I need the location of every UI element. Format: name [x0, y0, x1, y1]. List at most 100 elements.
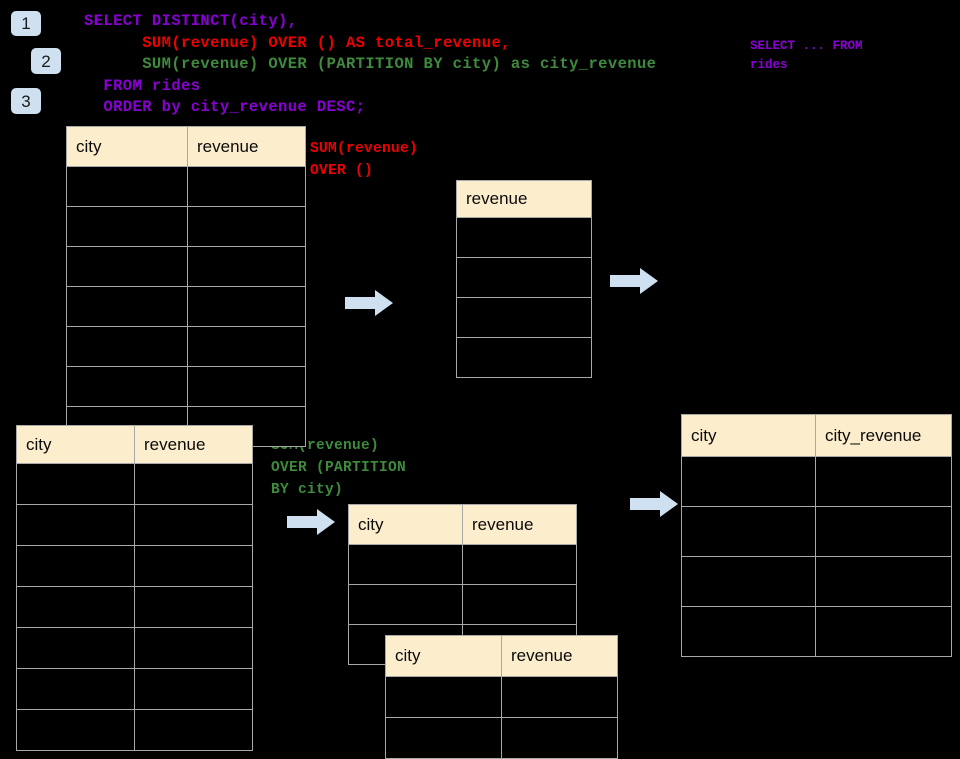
table-row — [66, 326, 306, 367]
table-row — [348, 544, 577, 585]
column-header-revenue: revenue — [462, 504, 577, 545]
table-cell — [456, 257, 592, 298]
table-row — [385, 717, 618, 759]
table-row — [456, 257, 592, 298]
table-cell — [134, 463, 253, 505]
table-cell — [456, 297, 592, 338]
table-row — [681, 506, 952, 557]
right-arrow-icon — [610, 268, 658, 294]
arrow-partition-source-to-groups — [287, 509, 335, 535]
column-header-city: city — [16, 425, 135, 464]
table-cell — [134, 627, 253, 669]
table-row — [456, 217, 592, 258]
table-row — [16, 668, 253, 710]
table-cell — [16, 463, 135, 505]
table-cell — [16, 545, 135, 587]
table-cell — [348, 544, 463, 585]
table-row — [66, 286, 306, 327]
table-row — [385, 676, 618, 718]
table-cell — [16, 709, 135, 751]
table-cell — [681, 506, 816, 557]
table-cell — [16, 504, 135, 546]
sql-line-2: SUM(revenue) OVER () AS total_revenue, — [84, 33, 511, 52]
column-header-city: city — [66, 126, 188, 167]
table-cell — [187, 166, 306, 207]
table-row — [66, 246, 306, 287]
table-row — [16, 463, 253, 505]
table-cell — [501, 676, 618, 718]
column-header-revenue: revenue — [187, 126, 306, 167]
table-cell — [134, 504, 253, 546]
table-row — [66, 366, 306, 407]
table-cell — [456, 337, 592, 378]
table-cell — [815, 556, 952, 607]
arrow-source-to-total — [345, 290, 393, 316]
table-cell — [66, 246, 188, 287]
arrow-groups-to-result — [630, 491, 678, 517]
table-cell — [187, 366, 306, 407]
column-header-revenue: revenue — [134, 425, 253, 464]
table-cell — [385, 717, 502, 759]
side-note-select-from-rides: SELECT ... FROM rides — [750, 39, 863, 72]
right-arrow-icon — [630, 491, 678, 517]
anno-over-empty: SUM(revenue) OVER () — [310, 141, 419, 179]
table-cell — [66, 326, 188, 367]
sql-query-block: SELECT DISTINCT(city), SUM(revenue) OVER… — [84, 11, 656, 119]
column-header-city_revenue: city_revenue — [815, 414, 952, 457]
table-row — [456, 297, 592, 338]
sql-line-5: ORDER by city_revenue DESC; — [84, 98, 366, 116]
table-cell — [16, 586, 135, 628]
column-header-revenue: revenue — [456, 180, 592, 218]
table-header-row: revenue — [456, 180, 592, 218]
table-row — [66, 166, 306, 207]
table-cell — [681, 556, 816, 607]
table-row — [16, 504, 253, 546]
table-cell — [187, 286, 306, 327]
table-row — [681, 606, 952, 657]
column-header-city: city — [385, 635, 502, 677]
column-header-city: city — [681, 414, 816, 457]
table-cell — [187, 246, 306, 287]
step-badge-2: 2 — [31, 48, 61, 74]
table-cell — [16, 668, 135, 710]
table-cell — [134, 586, 253, 628]
table-cell — [815, 506, 952, 557]
table-cell — [815, 456, 952, 507]
table-cell — [66, 206, 188, 247]
table-cell — [681, 606, 816, 657]
table-cell — [456, 217, 592, 258]
table-cell — [134, 668, 253, 710]
table-cell — [462, 544, 577, 585]
column-header-revenue: revenue — [501, 635, 618, 677]
table-cell — [187, 326, 306, 367]
table-cell — [385, 676, 502, 718]
table-cell — [348, 584, 463, 625]
table-cell — [134, 545, 253, 587]
table-row — [16, 545, 253, 587]
table-cell — [66, 366, 188, 407]
step-badge-3: 3 — [11, 88, 41, 114]
table-cell — [66, 166, 188, 207]
table-cell — [66, 286, 188, 327]
table-cell — [681, 456, 816, 507]
total-revenue-table: revenue — [456, 180, 592, 378]
right-arrow-icon — [345, 290, 393, 316]
table-cell — [462, 584, 577, 625]
sql-line-3: SUM(revenue) OVER (PARTITION BY city) as… — [84, 55, 657, 73]
table-cell — [187, 206, 306, 247]
sql-line-1: SELECT DISTINCT(city), — [84, 12, 298, 30]
sql-line-4: FROM rides — [84, 76, 201, 95]
table-row — [16, 709, 253, 751]
right-arrow-icon — [287, 509, 335, 535]
table-row — [681, 456, 952, 507]
column-header-city: city — [348, 504, 463, 545]
table-row — [16, 627, 253, 669]
